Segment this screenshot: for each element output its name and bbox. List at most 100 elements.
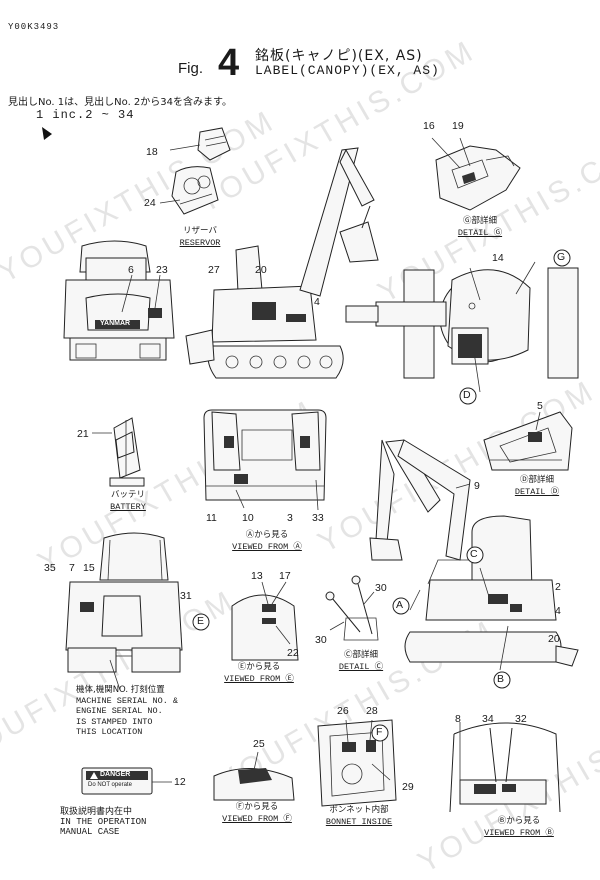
bonnet-inside-drawing bbox=[317, 719, 397, 807]
note-english: 1 inc.2 ~ 34 bbox=[36, 108, 135, 122]
viewed-from-a-drawing bbox=[203, 409, 327, 511]
detail-g-caption-jp: Ⓖ部詳細 bbox=[462, 216, 497, 226]
reservoir-caption-jp: リザーバ bbox=[183, 226, 217, 236]
callout-b-icon bbox=[493, 671, 511, 689]
serial-number-note: 機体,機関NO. 打刻位置 MACHINE SERIAL NO. & ENGIN… bbox=[76, 685, 178, 738]
operation-manual-note: 取扱説明書内在中 IN THE OPERATION MANUAL CASE bbox=[60, 807, 146, 837]
danger-label-subtitle: Do NOT operate bbox=[88, 782, 132, 788]
viewed-from-b-drawing bbox=[449, 722, 561, 813]
note-japanese: 見出しNo. 1は、見出しNo. 2から34を含みます。 bbox=[8, 97, 233, 108]
part-number: 10 bbox=[242, 512, 254, 524]
document-code: Y00K3493 bbox=[8, 22, 60, 32]
reservoir-drawing bbox=[159, 127, 231, 215]
title-english: LABEL(CANOPY)(EX, AS) bbox=[255, 63, 440, 78]
callout-a-icon bbox=[392, 597, 410, 615]
detail-c-caption-en: DETAIL Ⓒ bbox=[338, 662, 384, 672]
part-number: 34 bbox=[482, 713, 494, 725]
part-number: 2 bbox=[555, 581, 561, 593]
detail-g-caption-en: DETAIL Ⓖ bbox=[457, 228, 503, 238]
part-number: 8 bbox=[455, 713, 461, 725]
callout-f-label: F bbox=[376, 726, 383, 738]
part-number: 4 bbox=[555, 605, 561, 617]
part-number: 22 bbox=[287, 647, 299, 659]
part-number: 31 bbox=[180, 590, 192, 602]
title-japanese: 銘板(キャノピ)(EX, AS) bbox=[255, 48, 423, 64]
part-number: 23 bbox=[156, 264, 168, 276]
part-number: 25 bbox=[253, 738, 265, 750]
serial-note-line: IS STAMPED INTO bbox=[76, 716, 153, 727]
part-number: 7 bbox=[69, 562, 75, 574]
part-number: 11 bbox=[206, 512, 217, 524]
front-view-machine bbox=[63, 240, 175, 361]
part-number: 3 bbox=[287, 512, 293, 524]
part-number: 30 bbox=[315, 634, 327, 646]
part-number: 9 bbox=[474, 480, 480, 492]
callout-a-label: A bbox=[396, 599, 404, 611]
figure-number: 4 bbox=[218, 42, 240, 84]
part-number: 21 bbox=[77, 428, 89, 440]
detail-d-caption-jp: Ⓓ部詳細 bbox=[519, 475, 554, 485]
detail-g-drawing bbox=[431, 137, 521, 211]
part-number: 18 bbox=[146, 146, 158, 158]
part-number: 6 bbox=[128, 264, 134, 276]
excavator-side-drawing bbox=[369, 439, 579, 671]
serial-note-line: THIS LOCATION bbox=[76, 727, 143, 737]
viewed-from-f-drawing bbox=[213, 751, 295, 801]
callout-d-icon bbox=[459, 387, 477, 405]
arrow-icon bbox=[42, 127, 52, 140]
part-number: 27 bbox=[208, 264, 220, 276]
callout-c-icon bbox=[466, 546, 484, 564]
battery-caption-en: BATTERY bbox=[110, 502, 146, 512]
part-number: 16 bbox=[423, 120, 435, 132]
part-number: 33 bbox=[312, 512, 324, 524]
part-number: 20 bbox=[255, 264, 267, 276]
callout-e-label: E bbox=[197, 615, 205, 627]
part-number: 20 bbox=[548, 633, 560, 645]
parts-diagram bbox=[42, 127, 579, 813]
part-number: 13 bbox=[251, 570, 263, 582]
danger-label-title: DANGER bbox=[100, 771, 131, 778]
operation-note-line: IN THE OPERATION bbox=[60, 817, 147, 827]
viewed-from-e-caption-jp: Ⓔから見る bbox=[237, 662, 281, 672]
detail-c-caption-jp: Ⓒ部詳細 bbox=[343, 650, 378, 660]
part-number: 35 bbox=[44, 562, 56, 574]
serial-note-jp: 機体,機関NO. 打刻位置 bbox=[76, 685, 165, 695]
part-number: 28 bbox=[366, 705, 378, 717]
side-view-machine bbox=[185, 147, 379, 379]
operation-note-line: MANUAL CASE bbox=[60, 827, 120, 837]
callout-c-label: C bbox=[470, 548, 478, 560]
callout-e-icon-left bbox=[192, 613, 210, 631]
part-number: 14 bbox=[492, 252, 504, 264]
detail-d-drawing bbox=[483, 411, 573, 471]
part-number: 24 bbox=[144, 197, 156, 209]
detail-d-caption-en: DETAIL Ⓓ bbox=[514, 487, 560, 497]
top-view-machine bbox=[345, 261, 579, 393]
callout-b-label: B bbox=[497, 673, 505, 685]
rear-view-machine bbox=[65, 532, 183, 691]
viewed-from-e-caption-en: VIEWED FROM Ⓔ bbox=[224, 674, 294, 684]
callout-f-icon bbox=[371, 724, 389, 742]
part-number: 15 bbox=[83, 562, 95, 574]
operation-note-jp: 取扱説明書内在中 bbox=[60, 807, 133, 817]
part-number: 30 bbox=[375, 582, 387, 594]
callout-d-label: D bbox=[463, 389, 471, 401]
viewed-from-f-caption-jp: Ⓕから見る bbox=[235, 802, 279, 812]
part-number: 29 bbox=[402, 781, 414, 793]
figure-prefix: Fig. bbox=[178, 60, 204, 77]
part-number: 4 bbox=[314, 296, 320, 308]
battery-caption-jp: バッテリ bbox=[110, 490, 145, 500]
part-number: 32 bbox=[515, 713, 527, 725]
part-number: 26 bbox=[337, 705, 349, 717]
part-number: 12 bbox=[174, 776, 186, 788]
part-number: 19 bbox=[452, 120, 464, 132]
serial-note-line: ENGINE SERIAL NO. bbox=[76, 706, 163, 716]
callout-g-icon bbox=[553, 249, 571, 267]
viewed-from-a-caption-en: VIEWED FROM Ⓐ bbox=[232, 542, 302, 552]
viewed-from-a-caption-jp: Ⓐから見る bbox=[245, 530, 289, 540]
viewed-from-b-caption-en: VIEWED FROM Ⓑ bbox=[484, 828, 554, 838]
brand-label: YANMAR bbox=[100, 320, 131, 327]
battery-drawing bbox=[92, 417, 145, 487]
bonnet-inside-caption-jp: ボンネット内部 bbox=[329, 805, 389, 815]
danger-label-drawing bbox=[81, 767, 172, 795]
callout-g-label: G bbox=[557, 251, 566, 263]
